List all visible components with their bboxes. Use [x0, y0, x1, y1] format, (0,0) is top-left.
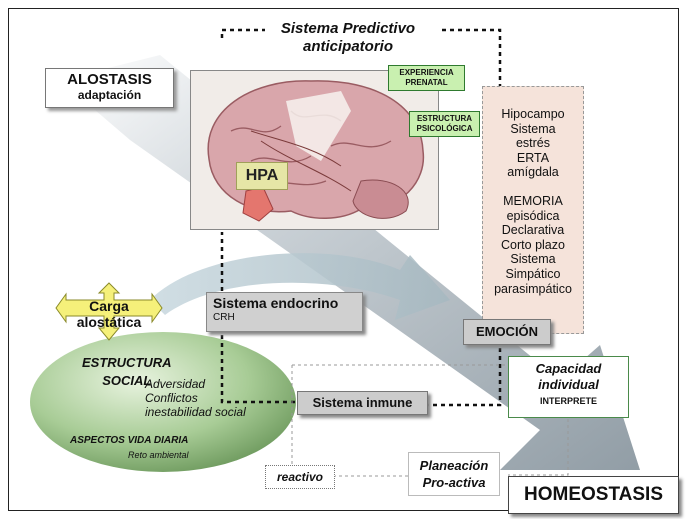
list-item: estrés	[515, 136, 551, 151]
adversidad-item: Adversidad	[145, 377, 206, 391]
list-gap	[483, 180, 583, 194]
adversidad-list: Adversidad Conflictos inestabilidad soci…	[145, 377, 246, 419]
list-item: ERTA	[516, 150, 550, 165]
title-line1: Sistema Predictivo	[280, 20, 416, 37]
estructura-social-line2: SOCIAL	[102, 373, 152, 388]
capacidad-sub: INTERPRETE	[539, 396, 597, 406]
alostasis-subtitle: adaptación	[77, 88, 142, 102]
list-item: parasimpático	[494, 281, 572, 296]
carga-double-arrow	[55, 282, 163, 341]
social-ellipse	[30, 332, 296, 472]
brain-systems-list: Hipocampo Sistema estrés ERTA amígdala M…	[482, 86, 584, 334]
homeostasis-box: HOMEOSTASIS	[508, 476, 679, 514]
capacidad-individual-box: Capacidad individual INTERPRETE	[508, 356, 629, 418]
reactivo-box: reactivo	[265, 465, 335, 489]
vida-diaria-label: ASPECTOS VIDA DIARIA	[70, 435, 189, 446]
list-item: Sistema	[510, 121, 556, 136]
planeacion-line1: Planeación	[419, 458, 489, 473]
brain-image	[207, 80, 425, 222]
carga-line2: alostática	[76, 314, 142, 330]
estructura-line1: ESTRUCTURA	[416, 114, 473, 123]
list-item: Hipocampo	[501, 107, 565, 121]
emocion-box: EMOCIÓN	[463, 319, 551, 345]
capacidad-line2: individual	[538, 377, 599, 392]
list-item: Simpático	[505, 266, 561, 281]
alostasis-title: ALOSTASIS	[67, 71, 152, 88]
estructura-psicologica-box: ESTRUCTURA PSICOLÓGICA	[409, 111, 480, 137]
list-item: amígdala	[507, 165, 559, 180]
thin-dotted-lines	[291, 364, 569, 477]
estructura-social-line1: ESTRUCTURA	[82, 355, 172, 370]
outer-frame	[8, 8, 679, 511]
planeacion-box: Planeación Pro-activa	[408, 452, 500, 496]
hpa-label: HPA	[236, 162, 288, 190]
adversidad-item: Conflictos	[145, 391, 198, 405]
planeacion-line2: Pro-activa	[422, 475, 486, 490]
brain-illustration	[190, 70, 439, 230]
diagram-title: Sistema Predictivo anticipatorio	[268, 20, 428, 56]
experiencia-prenatal-box: EXPERIENCIA PRENATAL	[388, 65, 465, 91]
list-item: Sistema	[510, 252, 556, 267]
predictive-dotted-boundary	[220, 28, 502, 407]
endocrino-title: Sistema endocrino	[213, 295, 339, 311]
reto-ambiental-label: Reto ambiental	[128, 450, 189, 460]
list-item: MEMORIA	[503, 193, 563, 208]
sistema-inmune-box: Sistema inmune	[297, 391, 428, 415]
list-item: Corto plazo	[501, 237, 565, 252]
experiencia-line1: EXPERIENCIA	[399, 68, 454, 77]
list-item: episódica	[506, 208, 560, 223]
capacidad-line1: Capacidad	[535, 361, 602, 376]
title-line2: anticipatorio	[302, 38, 393, 55]
endocrino-sub: CRH	[213, 312, 235, 323]
list-item: Declarativa	[501, 223, 565, 238]
estructura-line2: PSICOLÓGICA	[416, 124, 473, 133]
curved-arrow	[150, 253, 450, 320]
sistema-endocrino-box: Sistema endocrino CRH	[206, 292, 363, 332]
experiencia-line2: PRENATAL	[405, 78, 448, 87]
carga-alostatica-label: Carga alostática	[64, 294, 154, 334]
alostasis-box: ALOSTASIS adaptación	[45, 68, 174, 108]
adversidad-item: inestabilidad social	[145, 405, 246, 419]
carga-line1: Carga	[89, 298, 129, 314]
estructura-social-label: ESTRUCTURA SOCIAL	[82, 354, 172, 390]
